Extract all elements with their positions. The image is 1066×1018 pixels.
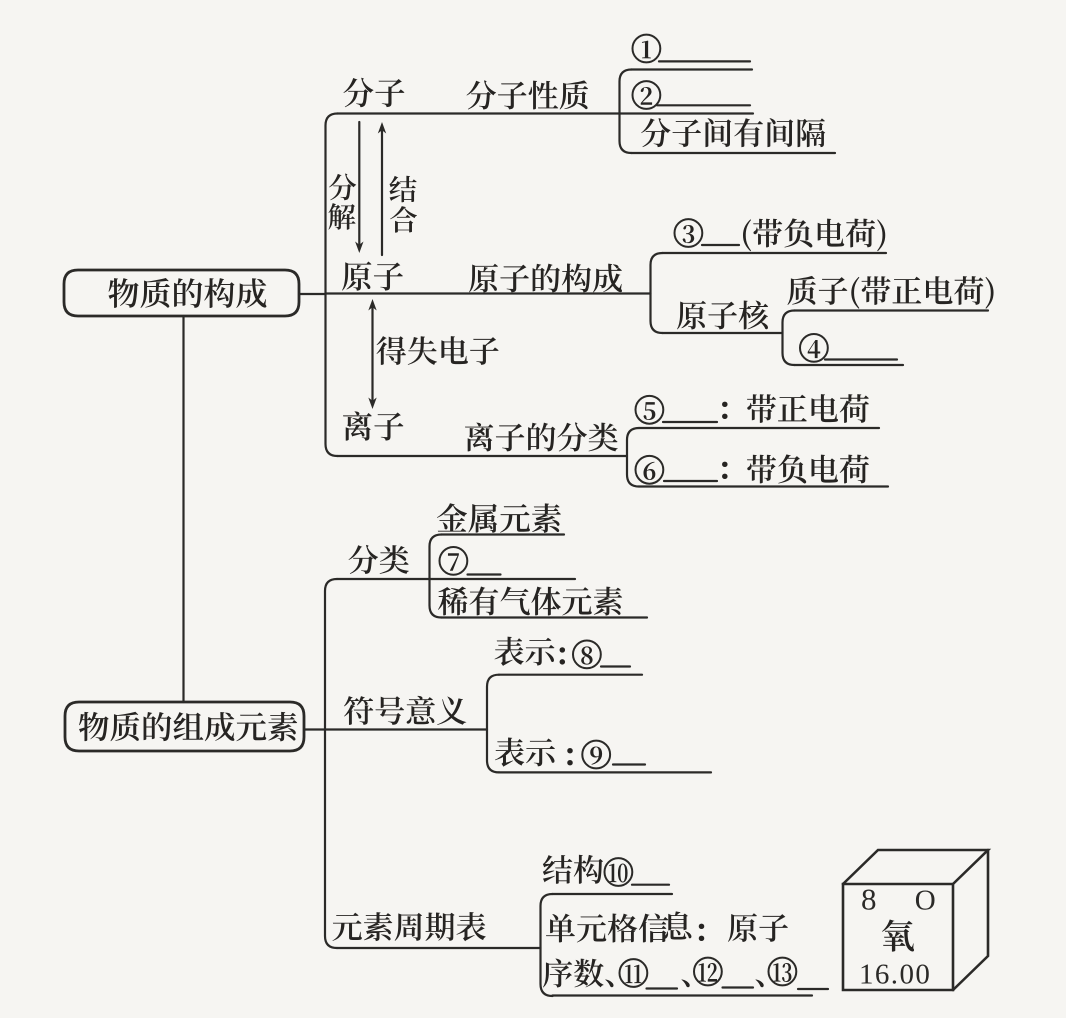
svg-text:O: O [915,885,936,917]
svg-text:8: 8 [861,882,877,917]
svg-text:16.00: 16.00 [859,959,931,991]
